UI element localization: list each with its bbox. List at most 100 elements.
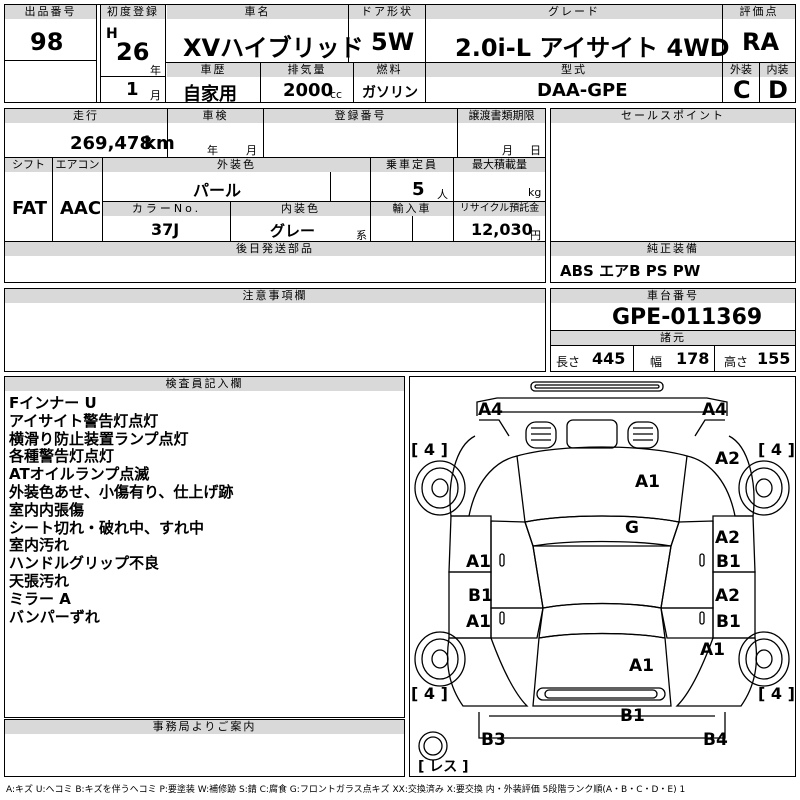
ac: AAC [60,198,102,219]
length: 445 [592,349,626,368]
grade: 2.0i-L アイサイト 4WD [455,34,730,62]
mark-rear-right: B4 [703,730,728,750]
displacement-unit: cc [330,88,343,101]
reg-month: 1 [126,79,139,100]
info-block [4,108,546,283]
recycle-label: リサイクル預託金 [454,202,545,216]
height-label: 高さ [724,355,749,369]
year-unit: 年 [150,64,161,77]
chassis-label: 車台番号 [551,289,795,303]
capacity-label: 乗車定員 [371,158,453,172]
remark-line: ATオイルランプ点滅 [9,465,150,484]
mark-rear-door-left-1: B1 [468,586,493,606]
int-color-label: 内装色 [231,202,370,216]
reg-year: 26 [116,38,150,66]
remark-line: 天張汚れ [9,571,70,590]
door-type: 5W [371,28,415,56]
car-diagram [414,381,790,761]
displacement-label: 排気量 [261,63,353,77]
load-label: 最大積載量 [454,158,545,172]
mark-hood: A1 [635,472,660,492]
sales-point-label: セールスポイント [551,109,795,123]
remark-line: 外装色あせ、小傷有り、仕上げ跡 [9,482,234,501]
int-grade: D [768,76,788,104]
model-label: 型式 [426,63,722,77]
first-reg-label: 初度登録 [101,5,165,19]
ext-color-label: 外装色 [103,158,370,172]
ac-label: エアコン [53,158,102,172]
tire-rear-right [738,631,790,687]
mark-rear-bumper: B1 [620,706,645,726]
tire-rear-left-rating: [ 4 ] [411,684,448,703]
first-reg-box [100,4,166,103]
car-name: XVハイブリッド [183,34,364,62]
mark-trunk: A1 [629,656,654,676]
spare-tire-label: [ レス ] [418,759,469,775]
transfer-month-unit: 月 [502,144,513,157]
length-label: 長さ [556,355,581,369]
height: 155 [757,349,791,368]
tire-rear-left [414,631,466,687]
lot-label: 出品番号 [5,5,96,19]
remark-line: 横滑り防止装置ランプ点灯 [9,429,189,448]
remark-line: 室内内張傷 [9,500,85,519]
model: DAA-GPE [537,80,628,101]
fuel-label: 燃料 [354,63,425,77]
mileage-unit: km [144,133,175,154]
remark-line: アイサイト警告灯点灯 [9,411,159,430]
tire-front-right [738,460,790,516]
displacement: 2000 [283,80,334,101]
month-unit: 月 [150,89,161,102]
score: RA [742,28,780,56]
office-label: 事務局よりご案内 [5,720,404,734]
reg-no-label: 登録番号 [264,109,457,123]
mark-fender-right: A2 [715,449,740,469]
inspector-label: 検査員記入欄 [5,377,404,391]
mark-rear-door-left-2: A1 [466,612,491,632]
inspector-block [4,376,405,718]
remark-line: ハンドルグリップ不良 [9,554,160,573]
int-color-suffix: 系 [356,229,367,242]
mark-front-door-right-1: A2 [715,528,740,548]
notes-block [4,288,546,372]
tire-front-left-rating: [ 4 ] [411,440,448,459]
load-unit: kg [528,186,542,199]
car-diagram-block [409,376,796,777]
dims-label: 諸元 [551,331,795,345]
recycle-fee: 12,030 [471,220,533,239]
remark-line: 各種警告灯点灯 [9,447,115,466]
transfer-day-unit: 日 [530,144,541,157]
door-label: ドア形状 [349,5,425,19]
chassis-number: GPE-011369 [612,305,763,330]
import-label: 輸入車 [371,202,453,216]
mark-rear-left: B3 [481,730,506,750]
era: H [106,26,118,42]
tire-front-right-rating: [ 4 ] [758,440,795,459]
car-name-label: 車名 [167,5,348,19]
factory-label: 純正装備 [551,242,795,256]
remark-line: Fインナー U [9,394,97,412]
capacity-unit: 人 [437,188,448,201]
mileage: 269,478 [70,133,152,154]
mark-front-left: A4 [478,400,503,420]
transfer-label: 譲渡書類期限 [458,109,545,123]
capacity: 5 [412,179,425,200]
mark-front-right: A4 [702,400,727,420]
int-color: グレー [270,222,316,240]
mark-rear-door-right-1: A2 [715,586,740,606]
fuel: ガソリン [362,85,418,101]
tire-front-left [414,460,466,516]
notes-label: 注意事項欄 [5,289,545,303]
ext-color: パール [193,181,242,200]
history-label: 車歴 [167,63,260,77]
sales-point-block [550,108,796,283]
inspection-year-unit: 年 [207,144,218,157]
remark-line: シート切れ・破れ中、すれ中 [9,518,205,537]
remark-line: ミラー A [9,589,71,608]
tire-rear-right-rating: [ 4 ] [758,684,795,703]
lot-number: 98 [30,28,64,56]
remarks-list: Fインナー U アイサイト警告灯点灯 横滑り防止装置ランプ点灯 各種警告灯点灯 … [9,394,399,626]
remark-line: バンパーずれ [9,607,100,626]
width: 178 [676,349,710,368]
mileage-label: 走行 [5,109,167,123]
